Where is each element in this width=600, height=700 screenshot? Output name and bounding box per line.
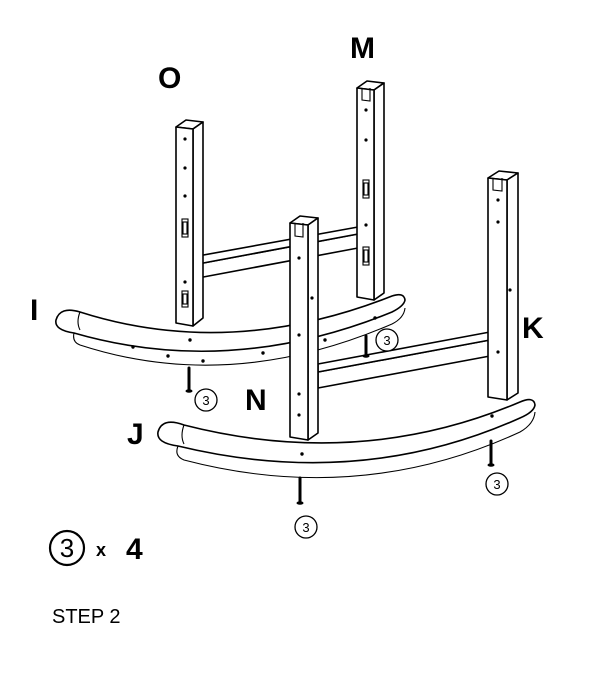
screw-rocker-j-right: [487, 439, 495, 467]
svg-text:3: 3: [202, 393, 209, 408]
part-label-j: J: [127, 418, 144, 451]
screw-callout-i-left: 3: [194, 388, 218, 412]
post-m: [356, 80, 385, 301]
screw-callout-i-right: 3: [375, 328, 399, 352]
quantity-legend: 3 x 4: [48, 529, 143, 567]
screw-callout-j-left: 3: [294, 515, 318, 539]
svg-text:3: 3: [493, 477, 500, 492]
quantity-item-circle: [48, 529, 86, 567]
svg-text:3: 3: [302, 520, 309, 535]
front-stretcher: [317, 331, 491, 389]
screw-rocker-j-left: [296, 476, 304, 505]
back-stretcher: [197, 226, 359, 279]
back-frame: [175, 80, 385, 327]
screw-rocker-i-right: [362, 334, 370, 358]
post-o: [175, 119, 204, 327]
front-frame: [289, 170, 519, 441]
post-n: [289, 215, 319, 441]
rocker-j: [157, 398, 536, 479]
part-label-n: N: [245, 384, 267, 417]
svg-text:3: 3: [383, 333, 390, 348]
part-label-o: O: [158, 62, 181, 95]
screw-callout-j-right: 3: [485, 472, 509, 496]
screw-rocker-i-left: [185, 366, 193, 393]
part-label-m: M: [350, 32, 375, 65]
post-k: [487, 170, 519, 401]
rocker-i: [55, 293, 406, 366]
part-label-i: I: [30, 294, 38, 327]
quantity-item: 3: [60, 533, 74, 563]
part-label-k: K: [522, 312, 544, 345]
quantity-count: 4: [126, 533, 143, 566]
step-label: STEP 2: [52, 606, 121, 628]
quantity-multiplier: x: [96, 540, 106, 560]
